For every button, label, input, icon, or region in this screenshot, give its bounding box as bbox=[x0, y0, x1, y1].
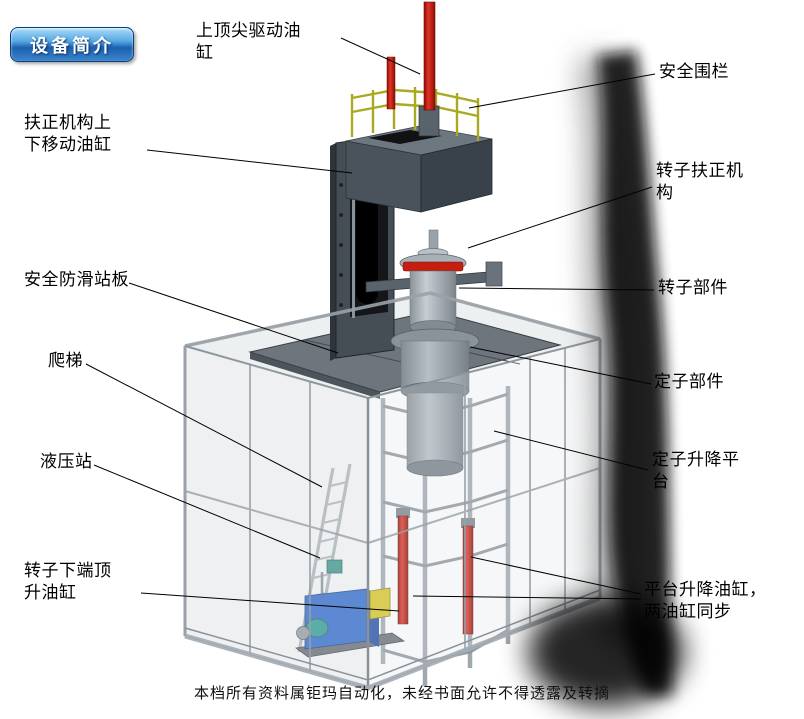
label-safety-fence: 安全围栏 bbox=[659, 62, 729, 81]
leader-lines bbox=[85, 37, 656, 612]
label-stator-component: 定子部件 bbox=[654, 372, 724, 391]
label-top-center-drive-cylinder: 上顶尖驱动油缸 bbox=[196, 21, 301, 63]
title-badge-label: 设备简介 bbox=[30, 35, 114, 56]
hydraulic-station-unit bbox=[295, 559, 406, 658]
stator-assembly bbox=[390, 328, 480, 477]
title-badge: 设备简介 bbox=[10, 27, 134, 62]
label-rotor-bottom-jack-cylinder: 转子下端顶升油缸 bbox=[24, 561, 112, 603]
platform-lift-cylinder-rods bbox=[396, 508, 475, 635]
label-rotor-component: 转子部件 bbox=[658, 278, 728, 297]
enclosure-walls bbox=[183, 291, 602, 691]
label-anti-slip-standing-plate: 安全防滑站板 bbox=[24, 270, 129, 289]
label-platform-lift-cylinders: 平台升降油缸，两油缸同步 bbox=[644, 580, 767, 622]
head-block bbox=[345, 125, 493, 213]
label-rotor-centering-mechanism: 转子扶正机构 bbox=[656, 161, 744, 203]
footer-note: 本档所有资料属钜玛自动化，未经书面允许不得透露及转摘 bbox=[193, 685, 610, 702]
safety-railing bbox=[350, 86, 480, 141]
label-hydraulic-station: 液压站 bbox=[40, 452, 93, 471]
label-ladder: 爬梯 bbox=[48, 351, 83, 370]
drive-cylinder-rods bbox=[386, 1, 440, 137]
label-centering-mechanism-lift-cylinder: 扶正机构上下移动油缸 bbox=[24, 113, 112, 155]
label-stator-lift-platform: 定子升降平台 bbox=[652, 450, 740, 492]
